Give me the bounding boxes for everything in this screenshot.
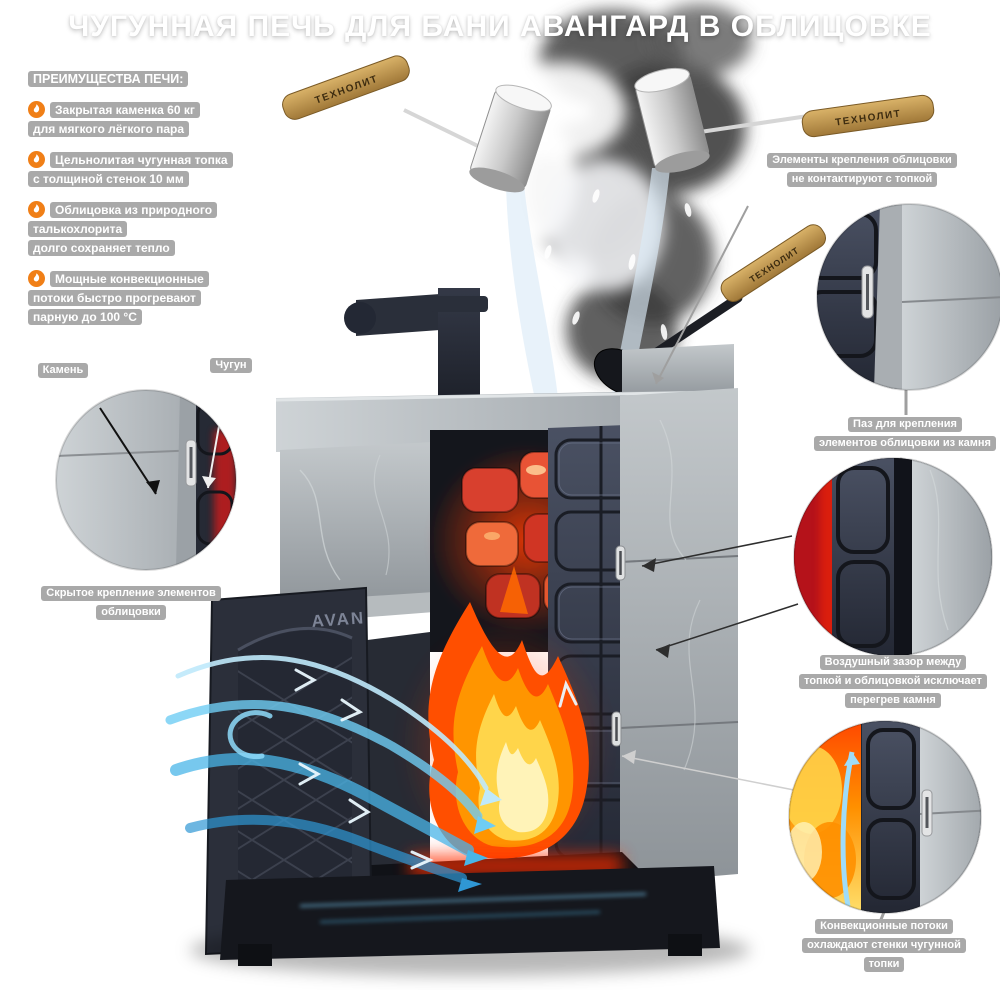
base-platform: [190, 854, 750, 976]
feature-item: Облицовка из природного талькохлорита до…: [28, 201, 278, 257]
left-callout-iron-label: Чугун: [196, 355, 266, 374]
flame-icon: [28, 101, 45, 118]
feature-item: Закрытая каменка 60 кг для мягкого лёгко…: [28, 101, 278, 138]
feature-line: Цельнолитая чугунная топка: [50, 152, 233, 168]
mount-zoom-circle: [816, 203, 1000, 391]
flame-icon: [28, 201, 45, 218]
feature-line: парную до 100 °C: [28, 309, 142, 325]
feature-line: Облицовка из природного: [50, 202, 218, 218]
right-top-label: Элементы крепления облицовки не контакти…: [724, 150, 1000, 188]
feature-line: потоки быстро прогревают: [28, 290, 201, 306]
water-streams: [506, 168, 692, 404]
flame-icon: [28, 151, 45, 168]
features-heading-row: ПРЕИМУЩЕСТВА ПЕЧИ:: [28, 70, 278, 88]
feature-line: с толщиной стенок 10 мм: [28, 171, 189, 187]
heated-jacket-caption: Конвекционные потоки охлаждают стенки чу…: [764, 916, 1000, 973]
feature-line: долго сохраняет тепло: [28, 240, 175, 256]
feature-line: для мягкого лёгкого пара: [28, 121, 190, 137]
air-gap-caption: Воздушный зазор между топкой и облицовко…: [768, 652, 1000, 709]
feature-line: талькохлорита: [28, 221, 128, 237]
right-water-ladle: ТЕХНОЛИТ: [634, 67, 935, 173]
right-stone-column: [611, 388, 739, 884]
mount-pin: [615, 545, 626, 581]
stove-body: AVAN: [190, 288, 750, 976]
heated-jacket-zoom-circle: [788, 720, 982, 914]
feature-line: Мощные конвекционные: [50, 271, 209, 287]
left-callout-caption: Скрытое крепление элементов облицовки: [26, 583, 236, 621]
top-stone-block: [622, 344, 734, 402]
convection-streams: [165, 655, 578, 892]
feature-item: Мощные конвекционные потоки быстро прогр…: [28, 270, 278, 326]
left-callout-stone-label: Камень: [28, 360, 98, 379]
mount-pin: [611, 711, 622, 747]
features-heading: ПРЕИМУЩЕСТВА ПЕЧИ:: [28, 71, 189, 87]
callout-connectors: [621, 205, 908, 923]
features-list: ПРЕИМУЩЕСТВА ПЕЧИ: Закрытая каменка 60 к…: [28, 70, 278, 327]
feature-item: Цельнолитая чугунная топка с толщиной ст…: [28, 151, 278, 188]
page-title: ЧУГУННАЯ ПЕЧЬ ДЛЯ БАНИ АВАНГАРД В ОБЛИЦО…: [68, 10, 932, 43]
mount-caption: Паз для крепления элементов облицовки из…: [780, 414, 1000, 452]
left-zoom-circle: [55, 389, 237, 571]
feature-line: Закрытая каменка 60 кг: [50, 102, 200, 118]
door-brand-text: AVAN: [311, 608, 366, 631]
flame-icon: [28, 270, 45, 287]
air-gap-zoom-circle: [793, 457, 993, 657]
